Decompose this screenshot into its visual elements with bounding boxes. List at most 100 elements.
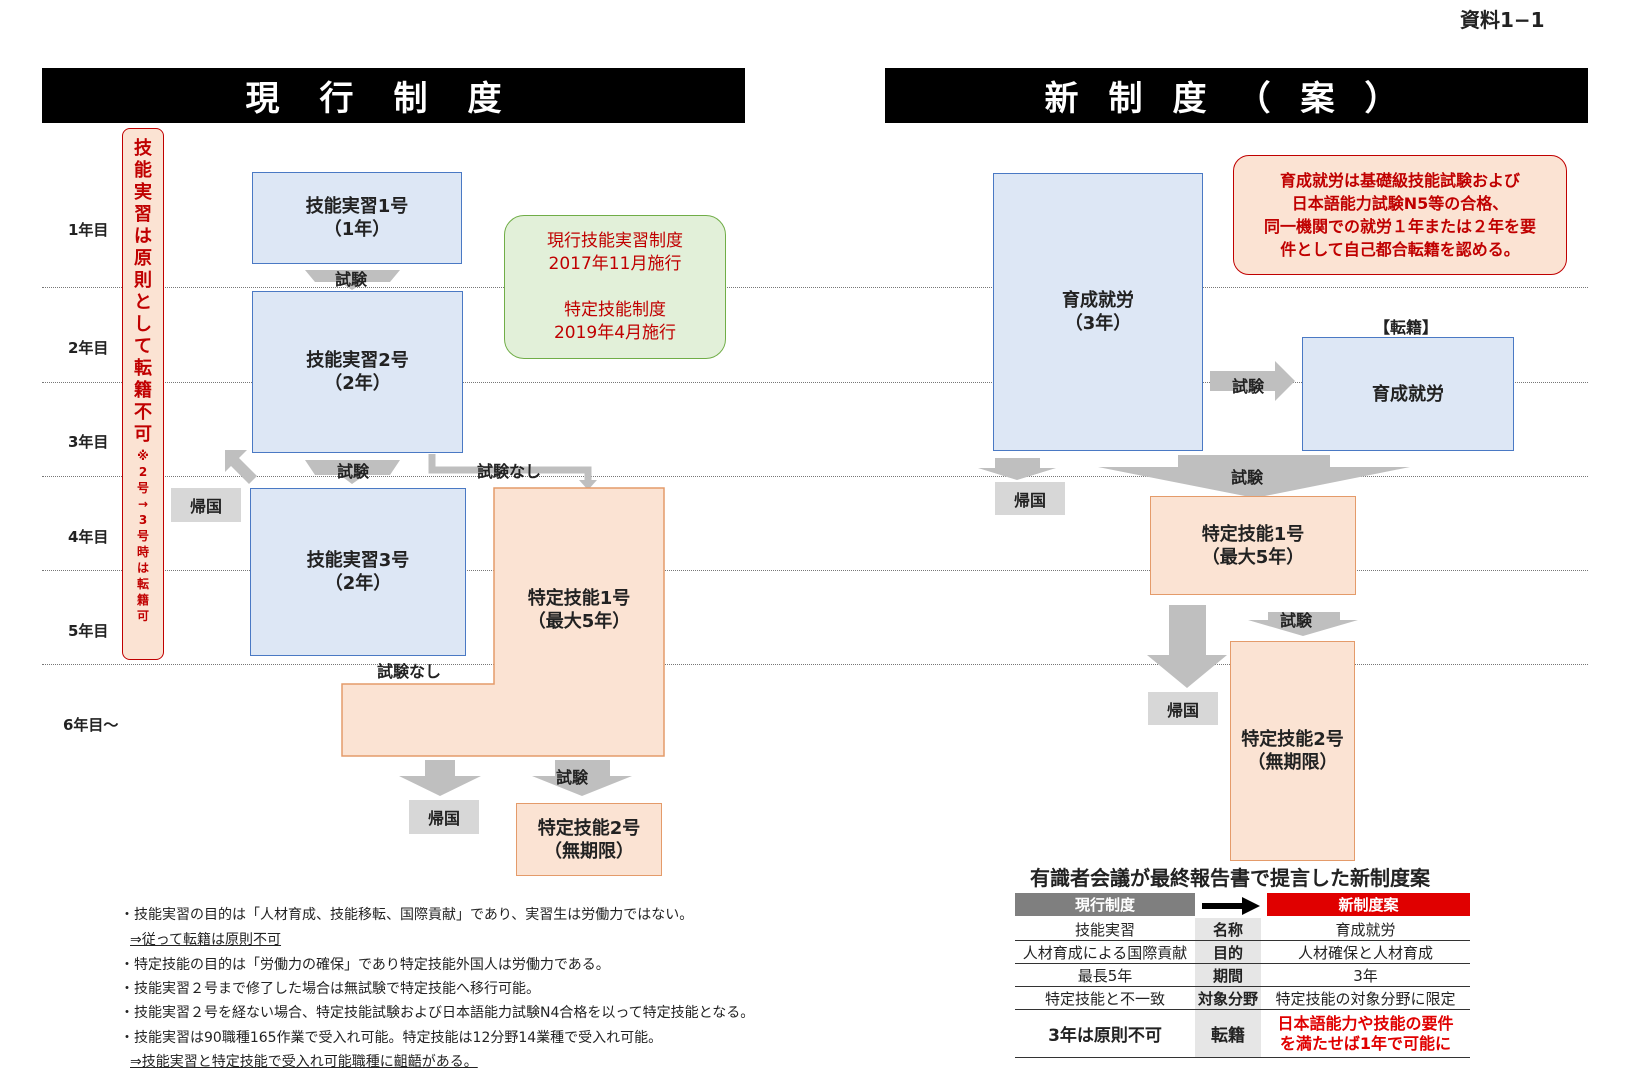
- vertical-note-sub: ※2号→3号時は転籍可: [136, 449, 149, 623]
- big-down-arrow: [1098, 455, 1410, 498]
- table-cell: 人材育成による国際貢献: [1015, 940, 1195, 964]
- table-cell: 期間: [1195, 963, 1261, 987]
- ssw1-line2: （最大5年）: [527, 611, 631, 632]
- down-arrow: [1248, 612, 1358, 636]
- intern1-line2: （1年）: [323, 219, 391, 240]
- training-line2: （3年）: [1064, 313, 1132, 334]
- return-home-box: 帰国: [995, 482, 1065, 515]
- diagonal-arrow: [225, 450, 257, 484]
- note-line: ⇒技能実習と特定技能で受入れ可能職種に齟齬がある。: [130, 1054, 478, 1070]
- table-cell: 人材確保と人材育成: [1261, 940, 1470, 964]
- table-cell: 転籍: [1195, 1009, 1261, 1058]
- training-transfer-box: 育成就労: [1302, 337, 1514, 451]
- right-ssw2-box: 特定技能2号 （無期限）: [1230, 641, 1355, 861]
- intern3-line1: 技能実習3号: [306, 550, 410, 571]
- vertical-note-box: [122, 128, 164, 660]
- table-cell: 3年: [1261, 963, 1470, 987]
- requirement-line: 日本語能力試験N5等の合格、: [1291, 194, 1509, 213]
- year-label: 5年目: [68, 622, 109, 640]
- note-line: ・技能実習の目的は「人材育成、技能移転、国際貢献」であり、実習生は労働力ではない…: [120, 907, 694, 923]
- year-label: 6年目〜: [63, 716, 119, 734]
- requirement-line: 育成就労は基礎級技能試験および: [1279, 171, 1520, 190]
- document-label: 資料1−1: [1460, 8, 1545, 32]
- right-ssw2-line2: （無期限）: [1247, 752, 1338, 773]
- intern1-box: 技能実習1号 （1年）: [252, 172, 462, 264]
- left-flow-arrows: [225, 270, 665, 796]
- table-cell: 育成就労: [1261, 918, 1470, 941]
- note-line: ・技能実習２号まで修了した場合は無試験で特定技能へ移行可能。: [120, 981, 540, 997]
- exam-label: 試験: [337, 462, 370, 481]
- note-line: ⇒従って転籍は原則不可: [130, 932, 282, 948]
- green-info-box: 現行技能実習制度 2017年11月施行 特定技能制度 2019年4月施行: [504, 215, 726, 359]
- table-cell: 3年は原則不可: [1015, 1009, 1195, 1058]
- table-col-current: 現行制度: [1015, 893, 1195, 916]
- ssw2-box: 特定技能2号 （無期限）: [516, 803, 662, 876]
- return-home-box: 帰国: [171, 488, 241, 522]
- right-ssw1-line2: （最大5年）: [1201, 546, 1305, 568]
- year-label: 4年目: [68, 528, 109, 546]
- training2-line1: 育成就労: [1372, 383, 1444, 405]
- table-row: 技能実習 名称 育成就労: [1015, 918, 1470, 941]
- table-cell: 特定技能の対象分野に限定: [1261, 986, 1470, 1010]
- table-cell-line: 日本語能力や技能の要件: [1277, 1013, 1454, 1033]
- right-ssw1-box: 特定技能1号 （最大5年）: [1150, 496, 1356, 595]
- down-arrow: [978, 458, 1056, 480]
- table-cell: 最長5年: [1015, 963, 1195, 987]
- intern3-line2: （2年）: [324, 573, 392, 594]
- exam-label: 試験: [1231, 468, 1264, 487]
- no-exam-label: 試験なし: [377, 662, 442, 681]
- table-row: 3年は原則不可 転籍 日本語能力や技能の要件 を満たせば1年で可能に: [1015, 1009, 1470, 1058]
- vertical-note-main: 技能実習は原則として転籍不可: [134, 138, 152, 445]
- year-label: 2年目: [68, 339, 109, 357]
- bent-arrow-head: [579, 480, 597, 490]
- table-row: 特定技能と不一致 対象分野 特定技能の対象分野に限定: [1015, 986, 1470, 1010]
- year-divider: [42, 570, 1588, 571]
- down-arrow: [305, 270, 400, 290]
- return-home-box: 帰国: [1148, 692, 1218, 725]
- green-line4: 2019年4月施行: [553, 322, 677, 343]
- left-header: 現行制度: [42, 68, 745, 123]
- exam-label: 試験: [1232, 377, 1265, 396]
- exam-label: 試験: [335, 270, 368, 289]
- table-cell: 技能実習: [1015, 918, 1195, 941]
- table-cell: 目的: [1195, 940, 1261, 964]
- intern2-box: 技能実習2号 （2年）: [252, 291, 463, 453]
- down-arrow: [532, 760, 632, 796]
- down-arrow: [305, 460, 400, 484]
- year-label: 1年目: [68, 221, 109, 239]
- note-line: ・技能実習２号を経ない場合、特定技能試験および日本語能力試験N4合格を以って特定…: [120, 1005, 755, 1021]
- ssw2-line1: 特定技能2号: [537, 817, 641, 839]
- note-line: ・技能実習は90職種165作業で受入れ可能。特定技能は12分野14業種で受入れ可…: [120, 1030, 663, 1046]
- green-line2: 2017年11月施行: [548, 253, 682, 274]
- intern1-line1: 技能実習1号: [305, 196, 409, 217]
- right-flow-arrows: [978, 361, 1410, 688]
- table-arrow-icon: [1202, 897, 1260, 915]
- ssw2-line2: （無期限）: [544, 840, 634, 862]
- table-cell-line: を満たせば1年で可能に: [1279, 1033, 1452, 1053]
- ssw1-label: 特定技能1号 （最大5年）: [494, 560, 664, 660]
- right-ssw2-line1: 特定技能2号: [1241, 729, 1344, 750]
- vertical-note: 技能実習は原則として転籍不可 ※2号→3号時は転籍可: [122, 138, 164, 624]
- exam-label: 試験: [1280, 611, 1313, 630]
- intern2-line2: （2年）: [324, 373, 391, 394]
- table-col-new: 新制度案: [1267, 893, 1470, 916]
- table-cell: 特定技能と不一致: [1015, 986, 1195, 1010]
- table-cell: 日本語能力や技能の要件 を満たせば1年で可能に: [1261, 1009, 1470, 1058]
- green-line1: 現行技能実習制度: [547, 230, 683, 251]
- requirement-line: 同一機関での就労１年または２年を要: [1263, 217, 1536, 236]
- year-divider: [42, 287, 1588, 288]
- ssw1-region: [341, 487, 665, 757]
- right-header: 新制度（案）: [885, 68, 1588, 123]
- no-exam-label: 試験なし: [477, 462, 542, 481]
- return-home-box: 帰国: [409, 800, 479, 834]
- transfer-label: 【転籍】: [1374, 318, 1439, 337]
- right-arrow: [1210, 361, 1295, 401]
- intern2-line1: 技能実習2号: [306, 350, 409, 371]
- table-cell: 対象分野: [1195, 986, 1261, 1010]
- bent-arrow: [428, 454, 592, 482]
- year-label: 3年目: [68, 433, 109, 451]
- right-ssw1-line1: 特定技能1号: [1201, 523, 1305, 545]
- comparison-table: 技能実習 名称 育成就労 人材育成による国際貢献 目的 人材確保と人材育成 最長…: [1015, 918, 1470, 1058]
- intern3-box: 技能実習3号 （2年）: [250, 488, 466, 656]
- exam-label: 試験: [556, 768, 589, 787]
